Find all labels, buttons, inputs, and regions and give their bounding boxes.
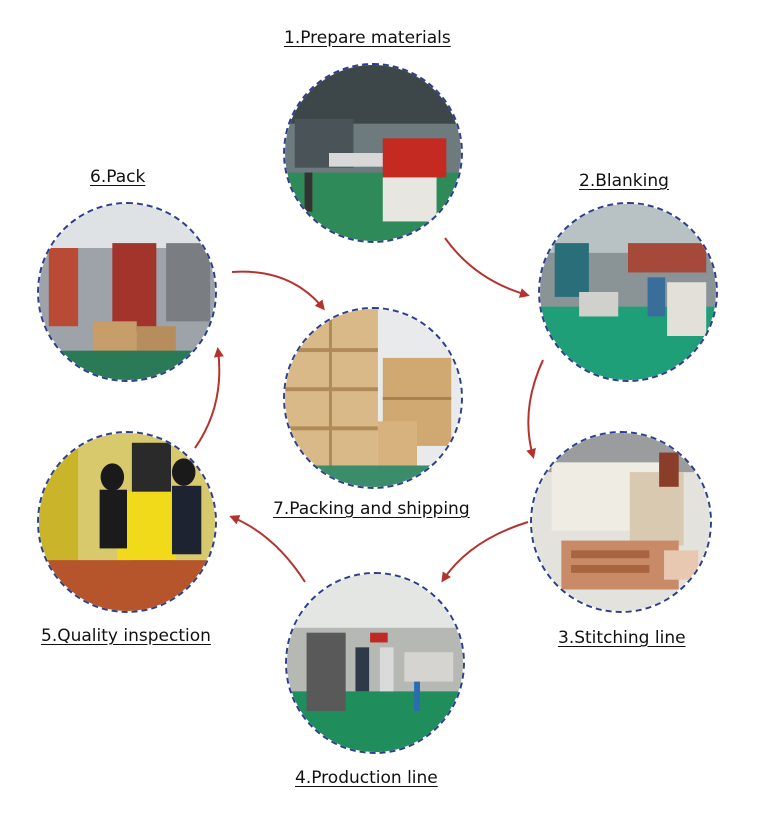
arrow-6-to-7 <box>231 270 325 311</box>
quality-inspection-photo <box>37 431 217 613</box>
arrow-1-to-2 <box>444 237 530 298</box>
arrow-5-to-6 <box>194 347 224 449</box>
step-1-label: 1.Prepare materials <box>284 28 451 48</box>
step-2-label: 2.Blanking <box>579 171 669 191</box>
step-5-label: 5.Quality inspection <box>41 626 211 646</box>
prepare-materials-photo <box>283 63 463 243</box>
production-line-photo <box>285 572 465 754</box>
packing-shipping-photo <box>283 307 463 489</box>
step-3-label: 3.Stitching line <box>558 628 686 648</box>
step-6-label: 6.Pack <box>90 167 146 187</box>
pack-photo <box>37 202 217 382</box>
blanking-photo <box>538 202 718 382</box>
arrow-4-to-5 <box>229 515 306 583</box>
stitching-line-photo <box>530 431 712 613</box>
arrow-3-to-4 <box>441 521 529 583</box>
step-4-label: 4.Production line <box>295 768 438 788</box>
step-7-label: 7.Packing and shipping <box>273 499 470 519</box>
arrow-2-to-3 <box>526 359 544 459</box>
